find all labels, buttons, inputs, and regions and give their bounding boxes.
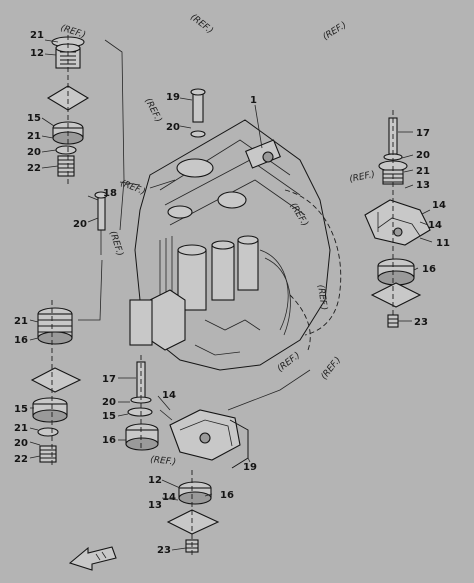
callout-bottom-6: 19 <box>243 462 257 473</box>
callout-top-left-4: 21 <box>27 131 41 142</box>
bolt-left-center <box>94 191 108 255</box>
callout-bottom-10: 16 <box>220 490 234 501</box>
callout-bottom-5: 16 <box>102 435 116 446</box>
valve-stack-top-left <box>46 35 125 231</box>
callout-right-6: 14 <box>428 220 442 231</box>
callouts-left-lower: 21 16 15 21 20 22 <box>14 316 28 465</box>
callout-right-4: 13 <box>416 180 430 191</box>
ref-note-bottom: (REF.) <box>150 455 177 468</box>
callout-right-9: 23 <box>414 317 428 328</box>
front-direction-arrow-icon <box>68 546 117 571</box>
callout-right-2: 20 <box>416 150 430 161</box>
callout-upper-center-3: 20 <box>166 122 180 133</box>
callouts-upper-center: 1 19 20 18 20 <box>73 92 257 230</box>
callout-bottom-9: 14 <box>162 492 176 503</box>
callout-upper-center-1: 1 <box>250 95 257 106</box>
callout-top-left-5: 20 <box>27 147 41 158</box>
callout-top-left-6: 22 <box>27 163 41 174</box>
valve-stack-right <box>364 110 431 328</box>
callout-left-lower-1: 21 <box>14 316 28 327</box>
callouts-top-left: 21 12 15 21 20 22 <box>27 30 44 174</box>
callouts-right-group: 17 20 21 13 14 14 11 16 23 <box>414 128 450 328</box>
ref-note-right-middle: (REF.) <box>315 284 328 311</box>
callout-upper-center-5: 20 <box>73 219 87 230</box>
callout-left-lower-3: 15 <box>14 404 28 415</box>
callout-right-1: 17 <box>416 128 430 139</box>
valve-stack-bottom <box>125 355 311 555</box>
callout-left-lower-2: 16 <box>14 335 28 346</box>
valve-stack-left-lower <box>30 259 103 468</box>
callout-right-7: 11 <box>436 238 450 249</box>
callouts-bottom-group: 17 20 14 15 16 19 12 13 14 16 23 <box>102 374 257 556</box>
leader-lines <box>29 39 433 551</box>
callout-left-lower-4: 21 <box>14 423 28 434</box>
callout-bottom-4: 15 <box>102 411 116 422</box>
callout-bottom-1: 17 <box>102 374 116 385</box>
callout-upper-center-4: 18 <box>103 188 117 199</box>
callout-top-left-1: 21 <box>30 30 44 41</box>
callout-top-left-3: 15 <box>27 113 41 124</box>
callout-left-lower-6: 22 <box>14 454 28 465</box>
callout-bottom-2: 20 <box>102 397 116 408</box>
callout-bottom-11: 23 <box>157 545 171 556</box>
callout-upper-center-2: 19 <box>166 92 180 103</box>
engine-block-illustration <box>129 119 342 371</box>
callout-left-lower-5: 20 <box>14 438 28 449</box>
callout-bottom-7: 12 <box>148 475 162 486</box>
callout-right-5: 14 <box>432 200 446 211</box>
callout-bottom-3: 14 <box>162 390 176 401</box>
callout-right-8: 16 <box>422 264 436 275</box>
callout-right-3: 21 <box>416 166 430 177</box>
callout-top-left-2: 12 <box>30 48 44 59</box>
callout-bottom-8: 13 <box>148 500 162 511</box>
bolt-upper-center <box>190 88 206 138</box>
